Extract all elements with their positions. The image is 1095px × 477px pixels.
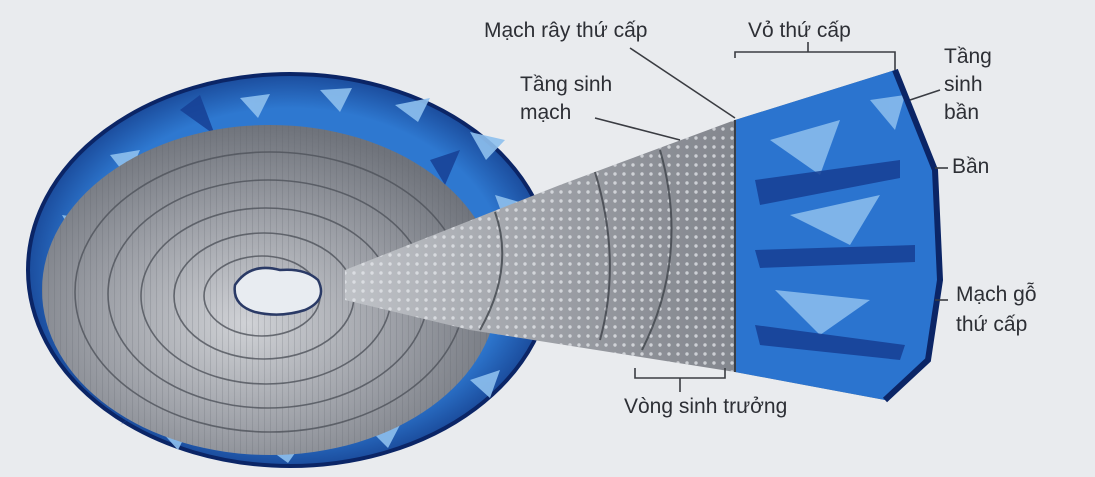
label-mach-go-thu-cap-line1: Mạch gỗ [956,283,1037,306]
leader-lines [594,42,948,392]
label-vo-thu-cap: Vỏ thứ cấp [748,19,851,42]
label-mach-go-thu-cap-line2: thứ cấp [956,313,1028,336]
label-tang-sinh-ban-line1: Tầng [944,45,992,68]
label-tang-sinh-ban-line3: bần [944,101,980,124]
label-tang-sinh-ban-line2: sinh [944,73,983,96]
label-tang-sinh-mach-line2: mạch [520,101,572,124]
label-vong-sinh-truong: Vòng sinh trưởng [624,395,788,418]
label-ban: Bần [952,155,990,178]
label-tang-sinh-mach-line1: Tầng sinh [520,73,613,96]
label-mach-ray-thu-cap: Mạch rây thứ cấp [484,19,648,42]
magnified-sector [345,68,944,403]
stem-disc [26,72,554,468]
